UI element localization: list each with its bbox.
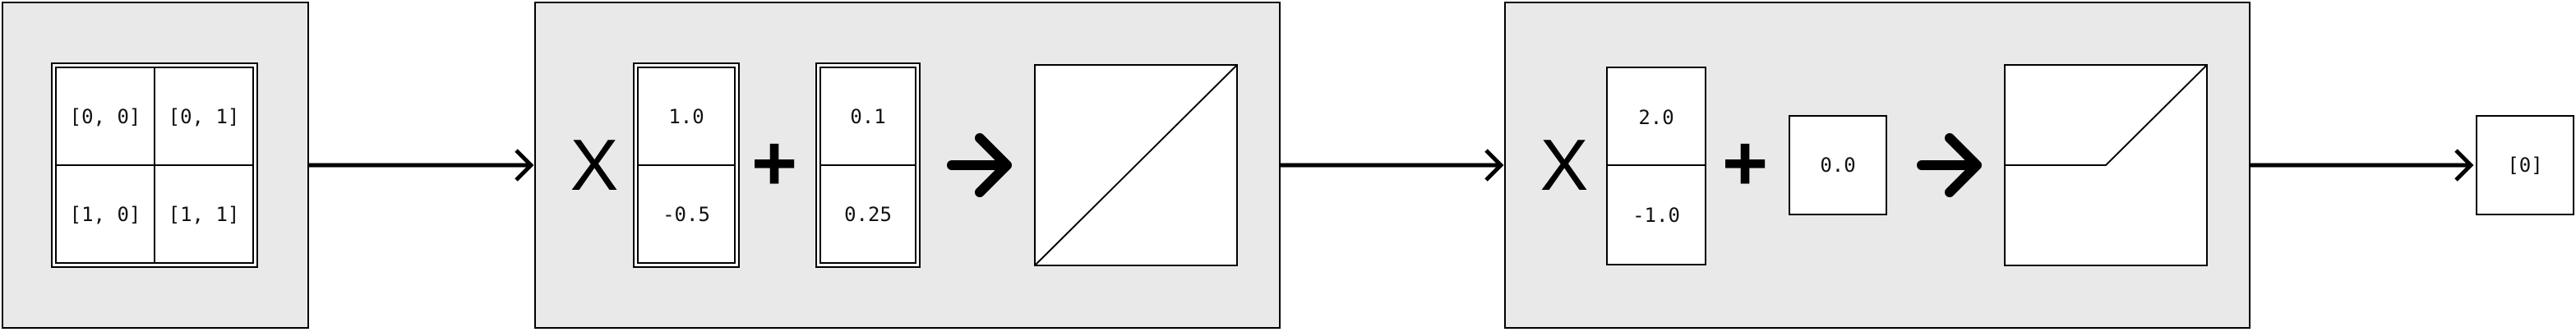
layer2-weight-1: -1.0 [1606,164,1706,265]
connector-input-to-layer1-arrowhead [515,149,534,182]
layer1-activation-arrowhead [975,133,1012,197]
layer1-multiply-symbol: X [570,124,619,205]
layer2-bias: 0.0 [1789,115,1887,215]
connector-layer2-to-output-arrowhead [2454,149,2474,182]
layer1-weight-1: -0.5 [637,164,736,264]
layer1-plus-symbol: + [750,119,798,207]
layer2-weight-0: 2.0 [1606,67,1706,168]
layer1-bias-0: 0.1 [819,67,916,166]
layer1-identity-curve [1035,65,1237,265]
input-cell-0-1: [0, 1] [154,67,254,166]
input-cell-1-1: [1, 1] [154,164,254,264]
input-cell-1-0: [1, 0] [55,164,155,264]
connector-layer1-to-layer2-arrowhead [1484,149,1504,182]
output-value: [0] [2476,115,2574,215]
layer2-multiply-symbol: X [1540,124,1589,205]
layer2-relu-curve [2006,65,2207,166]
layer1-bias-1: 0.25 [819,164,916,264]
layer2-plus-symbol: + [1721,119,1769,207]
layer2-activation-arrowhead [1945,133,1982,197]
